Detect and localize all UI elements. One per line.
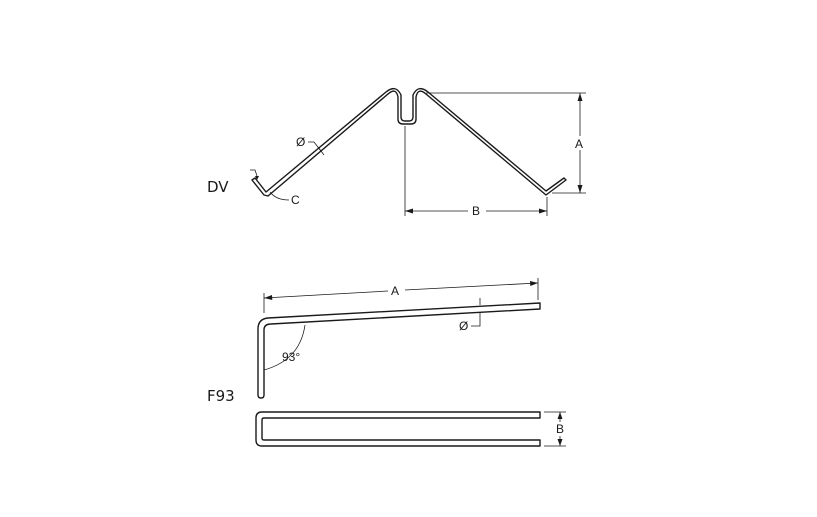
f93-a-arrow-left bbox=[264, 295, 273, 300]
dv-b-arrow-right bbox=[539, 208, 547, 214]
dv-wire-outline bbox=[251, 87, 567, 197]
f93-a-dim-line-right bbox=[404, 282, 539, 291]
f93-a-arrow-right bbox=[530, 281, 538, 286]
f93-angle-label: 93° bbox=[282, 350, 300, 364]
dv-a-label: A bbox=[575, 137, 583, 151]
dv-diagram: Ø C A B DV bbox=[207, 87, 586, 218]
dv-a-arrow-top bbox=[577, 93, 583, 101]
f93-side-view-wire bbox=[257, 302, 541, 399]
dv-c-arrowhead bbox=[255, 176, 259, 180]
f93-b-arrow-top bbox=[557, 412, 563, 419]
f93-a-label: A bbox=[391, 284, 399, 298]
f93-title: F93 bbox=[207, 387, 235, 405]
f93-diameter-leader bbox=[471, 312, 481, 327]
dv-c-label: C bbox=[291, 193, 300, 207]
f93-b-label: B bbox=[556, 422, 564, 436]
dv-b-arrow-left bbox=[405, 208, 413, 214]
dv-diameter-label: Ø bbox=[296, 135, 305, 149]
dv-b-label: B bbox=[472, 204, 480, 218]
f93-b-arrow-bottom bbox=[557, 439, 563, 446]
dv-c-arrow-line bbox=[250, 169, 258, 177]
dv-c-leader bbox=[269, 191, 290, 201]
f93-diagram: A Ø 93° F93 B bbox=[207, 278, 566, 447]
f93-angle-arc bbox=[263, 324, 306, 371]
f93-a-dim-line-left bbox=[263, 290, 389, 299]
f93-top-view-wire bbox=[255, 411, 541, 447]
dv-diameter-leader bbox=[308, 141, 322, 152]
dv-a-arrow-bottom bbox=[577, 185, 583, 193]
f93-diameter-label: Ø bbox=[459, 319, 468, 333]
dv-title: DV bbox=[207, 178, 229, 196]
